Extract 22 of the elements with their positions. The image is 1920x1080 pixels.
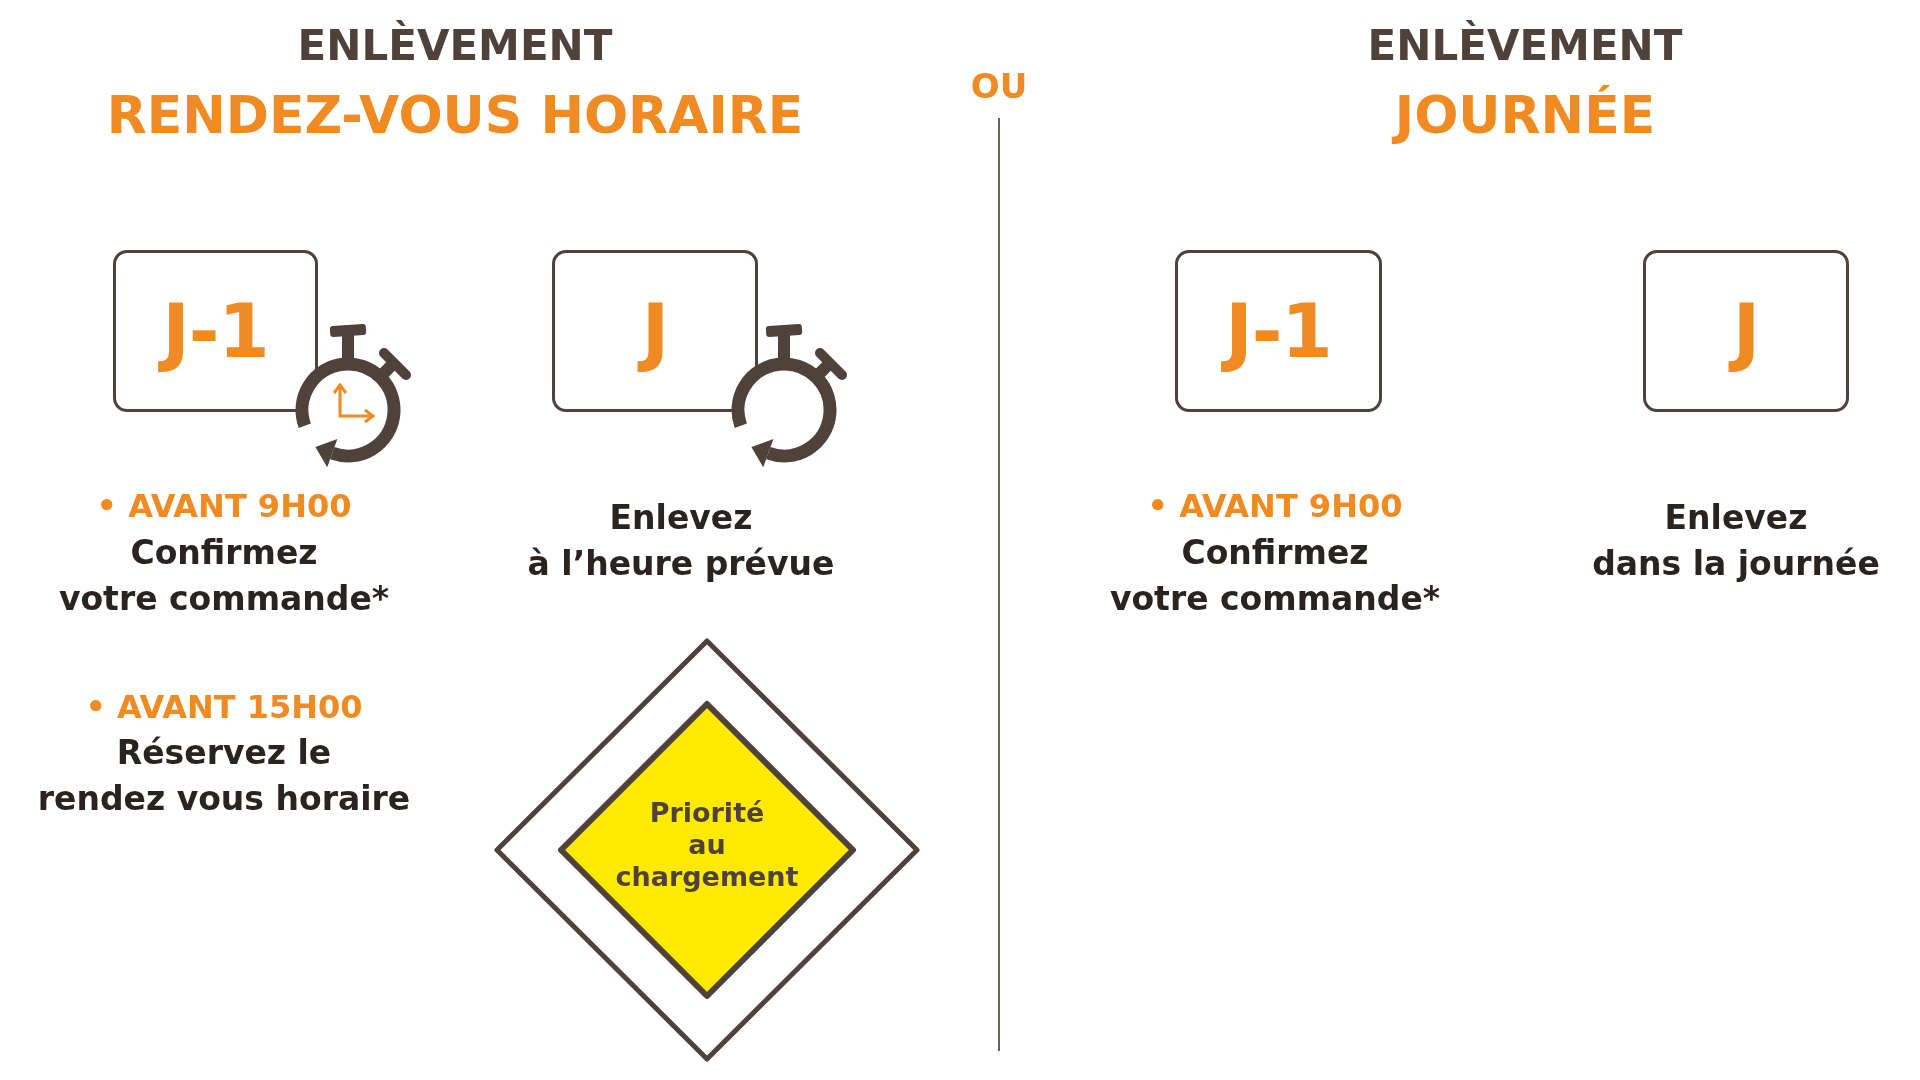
section-heading: ENLÈVEMENT	[297, 21, 613, 72]
instruction-text: Confirmez votre commande*	[1109, 532, 1441, 620]
day-card	[113, 250, 318, 412]
separator-text: OU	[970, 66, 1028, 107]
day-code: J	[1728, 284, 1764, 378]
section-heading: ENLÈVEMENT	[1367, 21, 1683, 72]
deadline-text: • AVANT 9H00	[1147, 486, 1403, 527]
day-card	[552, 250, 758, 412]
instruction-text: Enlevez à l’heure prévue	[527, 497, 835, 585]
deadline-text: • AVANT 15H00	[85, 687, 363, 728]
day-card	[1643, 250, 1849, 412]
instruction-text: Réservez le rendez vous horaire	[37, 732, 411, 820]
deadline-text: • AVANT 9H00	[96, 486, 352, 527]
road-sign	[493, 637, 921, 1063]
day-code: J	[637, 284, 673, 378]
day-card	[1175, 250, 1382, 412]
day-code: J-1	[158, 284, 273, 378]
instruction-text: Confirmez votre commande*	[58, 532, 390, 620]
day-code: J-1	[1221, 284, 1336, 378]
instruction-text: Enlevez dans la journée	[1592, 497, 1880, 585]
sign-text: Priorité au chargement	[615, 797, 799, 893]
section-title: RENDEZ-VOUS HORAIRE	[106, 84, 804, 147]
